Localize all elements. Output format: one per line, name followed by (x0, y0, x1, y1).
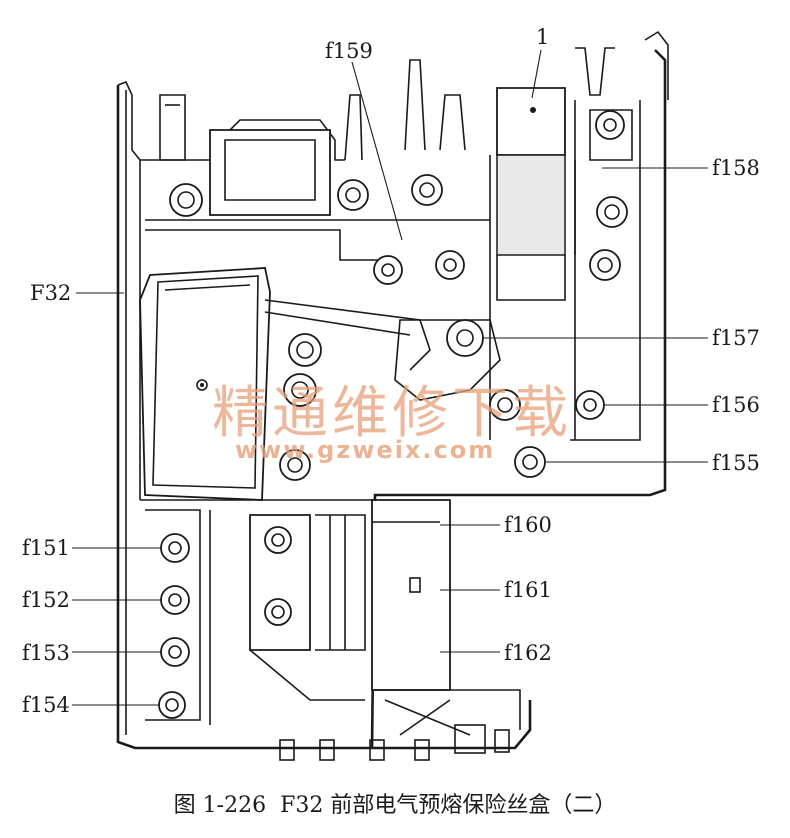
bolt-f157 (446, 319, 484, 357)
label-f154: f154 (22, 693, 70, 717)
bolt-f156 (575, 390, 605, 420)
figure-caption: 图 1-226 F32 前部电气预熔保险丝盒（二） (174, 793, 617, 818)
bolt-top-mid-left (337, 179, 369, 211)
label-f160: f160 (504, 513, 552, 537)
leader-lines (72, 49, 708, 706)
bolt-center (435, 250, 465, 280)
watermark-url: www.gzweix.com (235, 436, 495, 464)
label-f32: F32 (30, 281, 71, 305)
bolt-mid-left-3 (279, 449, 311, 481)
bolt-f156-b (489, 389, 521, 421)
fuse-f154 (158, 691, 186, 719)
bolt-f155 (514, 446, 546, 478)
label-item-1: 1 (536, 25, 549, 49)
bolt-f158 (595, 110, 625, 140)
label-f152: f152 (22, 588, 70, 612)
bolt-f159 (373, 255, 403, 285)
bolt-mid-left-2 (283, 373, 317, 407)
label-f157: f157 (712, 326, 760, 350)
label-f153: f153 (22, 641, 70, 665)
callout-labels: 1 f159 f158 F32 f157 f156 f155 f160 f161… (22, 25, 760, 717)
fuse-f152 (160, 585, 190, 615)
watermark-cn: 精通维修下载 (212, 381, 572, 446)
bolts (158, 110, 628, 719)
bolt-lower-1 (264, 526, 292, 554)
watermark: 精通维修下载 www.gzweix.com (212, 381, 572, 464)
bolt-top-left (169, 183, 203, 217)
bolt-lower-2 (264, 598, 292, 626)
label-f151: f151 (22, 536, 70, 560)
label-f159: f159 (325, 39, 373, 63)
label-f162: f162 (504, 641, 552, 665)
bolt-right-2 (589, 249, 621, 281)
leader-f159 (351, 61, 403, 241)
label-f161: f161 (504, 578, 552, 602)
fuse-f151 (160, 533, 190, 563)
bolt-top-mid (411, 174, 443, 206)
fuse-f153 (160, 637, 190, 667)
label-f155: f155 (712, 451, 760, 475)
bolt-mid-left-1 (288, 333, 322, 367)
label-f158: f158 (712, 156, 760, 180)
label-f156: f156 (712, 393, 760, 417)
leader-item-1 (531, 49, 542, 99)
bolt-right-1 (596, 196, 628, 228)
